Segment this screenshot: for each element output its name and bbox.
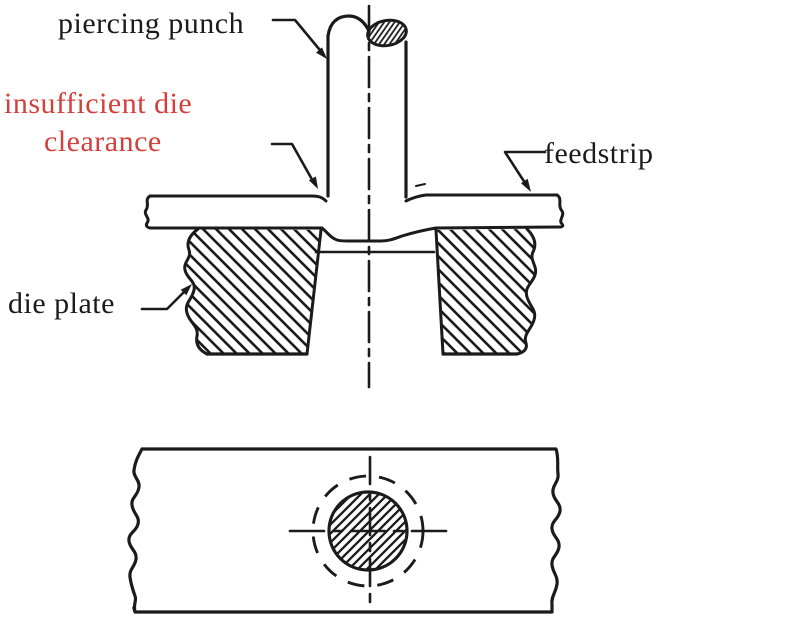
die-right-outline	[515, 227, 538, 356]
leaders	[140, 18, 547, 311]
plan-strip-outline	[127, 447, 562, 614]
leader-die-plate	[140, 286, 190, 311]
leader-insufficient-clearance	[270, 142, 316, 185]
arrow-die-plate	[180, 284, 192, 296]
feedstrip-dish	[320, 226, 438, 243]
feedstrip-break-left	[143, 194, 153, 230]
label-feedstrip: feedstrip	[544, 137, 653, 170]
punch-break-dome	[326, 14, 371, 38]
feedstrip-top-right	[404, 193, 559, 203]
label-insufficient-die-line1: insufficient die	[4, 87, 192, 120]
die-right-hatch	[436, 229, 536, 354]
die-hole-right-wall	[434, 228, 445, 356]
plan-view	[127, 447, 562, 614]
die-left-outline	[183, 227, 209, 356]
die-hole-left-wall	[305, 228, 323, 356]
tick-mark	[415, 183, 426, 187]
arrow-insufficient-clearance	[308, 176, 318, 189]
leader-feedstrip	[503, 150, 547, 188]
label-die-plate: die plate	[8, 287, 115, 320]
punch-break-ellipse	[366, 18, 408, 48]
feedstrip-bottom-right	[434, 225, 562, 230]
label-piercing-punch: piercing punch	[58, 7, 244, 40]
feedstrip-top-left	[148, 194, 328, 203]
die-left-hatch	[184, 229, 321, 354]
label-insufficient-die-line2: clearance	[44, 125, 162, 158]
section-view	[143, 4, 565, 389]
leader-piercing-punch	[271, 18, 326, 57]
arrow-feedstrip	[521, 178, 531, 192]
arrow-piercing-punch	[316, 47, 327, 59]
feedstrip-break-right	[555, 193, 565, 229]
